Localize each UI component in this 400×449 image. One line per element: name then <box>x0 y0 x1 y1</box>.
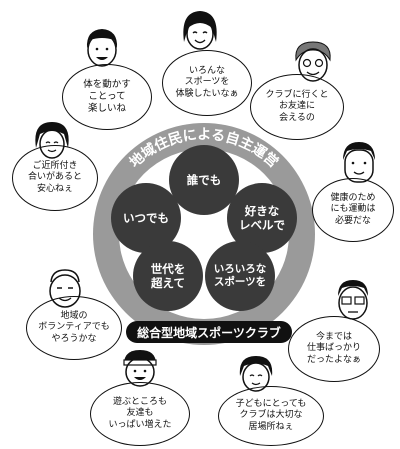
disc-various-sports <box>205 241 275 311</box>
boy-face-icon <box>123 350 157 387</box>
elderly-woman-face-icon <box>295 41 331 82</box>
speech-bubble-9: 子どもにとっても クラブは大切な 居場所ねぇ <box>218 386 324 446</box>
salaryman-face-icon <box>338 280 368 320</box>
disc-anyone <box>169 145 239 215</box>
disc-anyone-label: 誰でも <box>186 172 222 187</box>
speech-bubble-6: 地域の ボランティアでも やろうかな <box>26 296 122 360</box>
speech-bubble-1: 体を動かす ことって 楽しいね <box>62 64 152 130</box>
young-man-face-icon <box>86 29 118 67</box>
club-banner: 総合型地域スポーツクラブ <box>126 321 292 343</box>
disc-anytime-label: いつでも <box>123 210 169 225</box>
disc-anytime <box>111 183 181 253</box>
speech-bubble-2: いろんな スポーツを 体験したいなぁ <box>162 50 252 116</box>
disc-any-level-label: 好きな レベルで <box>239 203 285 232</box>
disc-various-sports-label: いろいろな スポーツを <box>213 262 267 288</box>
elderly-man-face-icon <box>49 269 81 308</box>
disc-generations-label: 世代を 超えて <box>150 261 186 290</box>
speech-bubble-7: 今までは 仕事ばっかり だったよなぁ <box>288 316 380 382</box>
speech-bubble-5: 健康のため にも運動は 必要だな <box>312 178 394 242</box>
woman-face-icon <box>35 122 69 159</box>
girl-face-icon <box>183 11 217 50</box>
disc-any-level <box>227 183 297 253</box>
mother-face-icon <box>239 356 273 392</box>
speech-bubble-4: ご近所付き 合いがあると 安心ねぇ <box>12 145 98 211</box>
middle-aged-man-face-icon <box>343 142 375 183</box>
disc-generations <box>133 241 203 311</box>
speech-bubble-3: クラブに行くと お友達に 会えるの <box>250 74 344 140</box>
speech-bubble-8: 遊ぶところも 友達も いっぱい増えた <box>90 382 190 446</box>
